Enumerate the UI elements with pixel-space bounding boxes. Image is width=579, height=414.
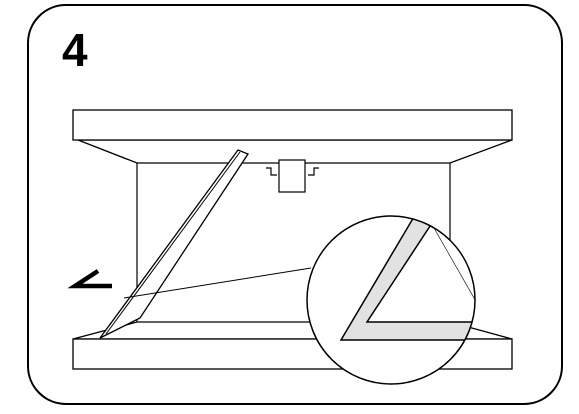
top-shelf [72,109,513,164]
push-arrow-icon [67,269,112,289]
center-bracket [266,159,319,193]
back-panel [99,149,249,339]
magnifier-leader-upper [123,267,312,299]
step-number: 4 [62,24,88,76]
